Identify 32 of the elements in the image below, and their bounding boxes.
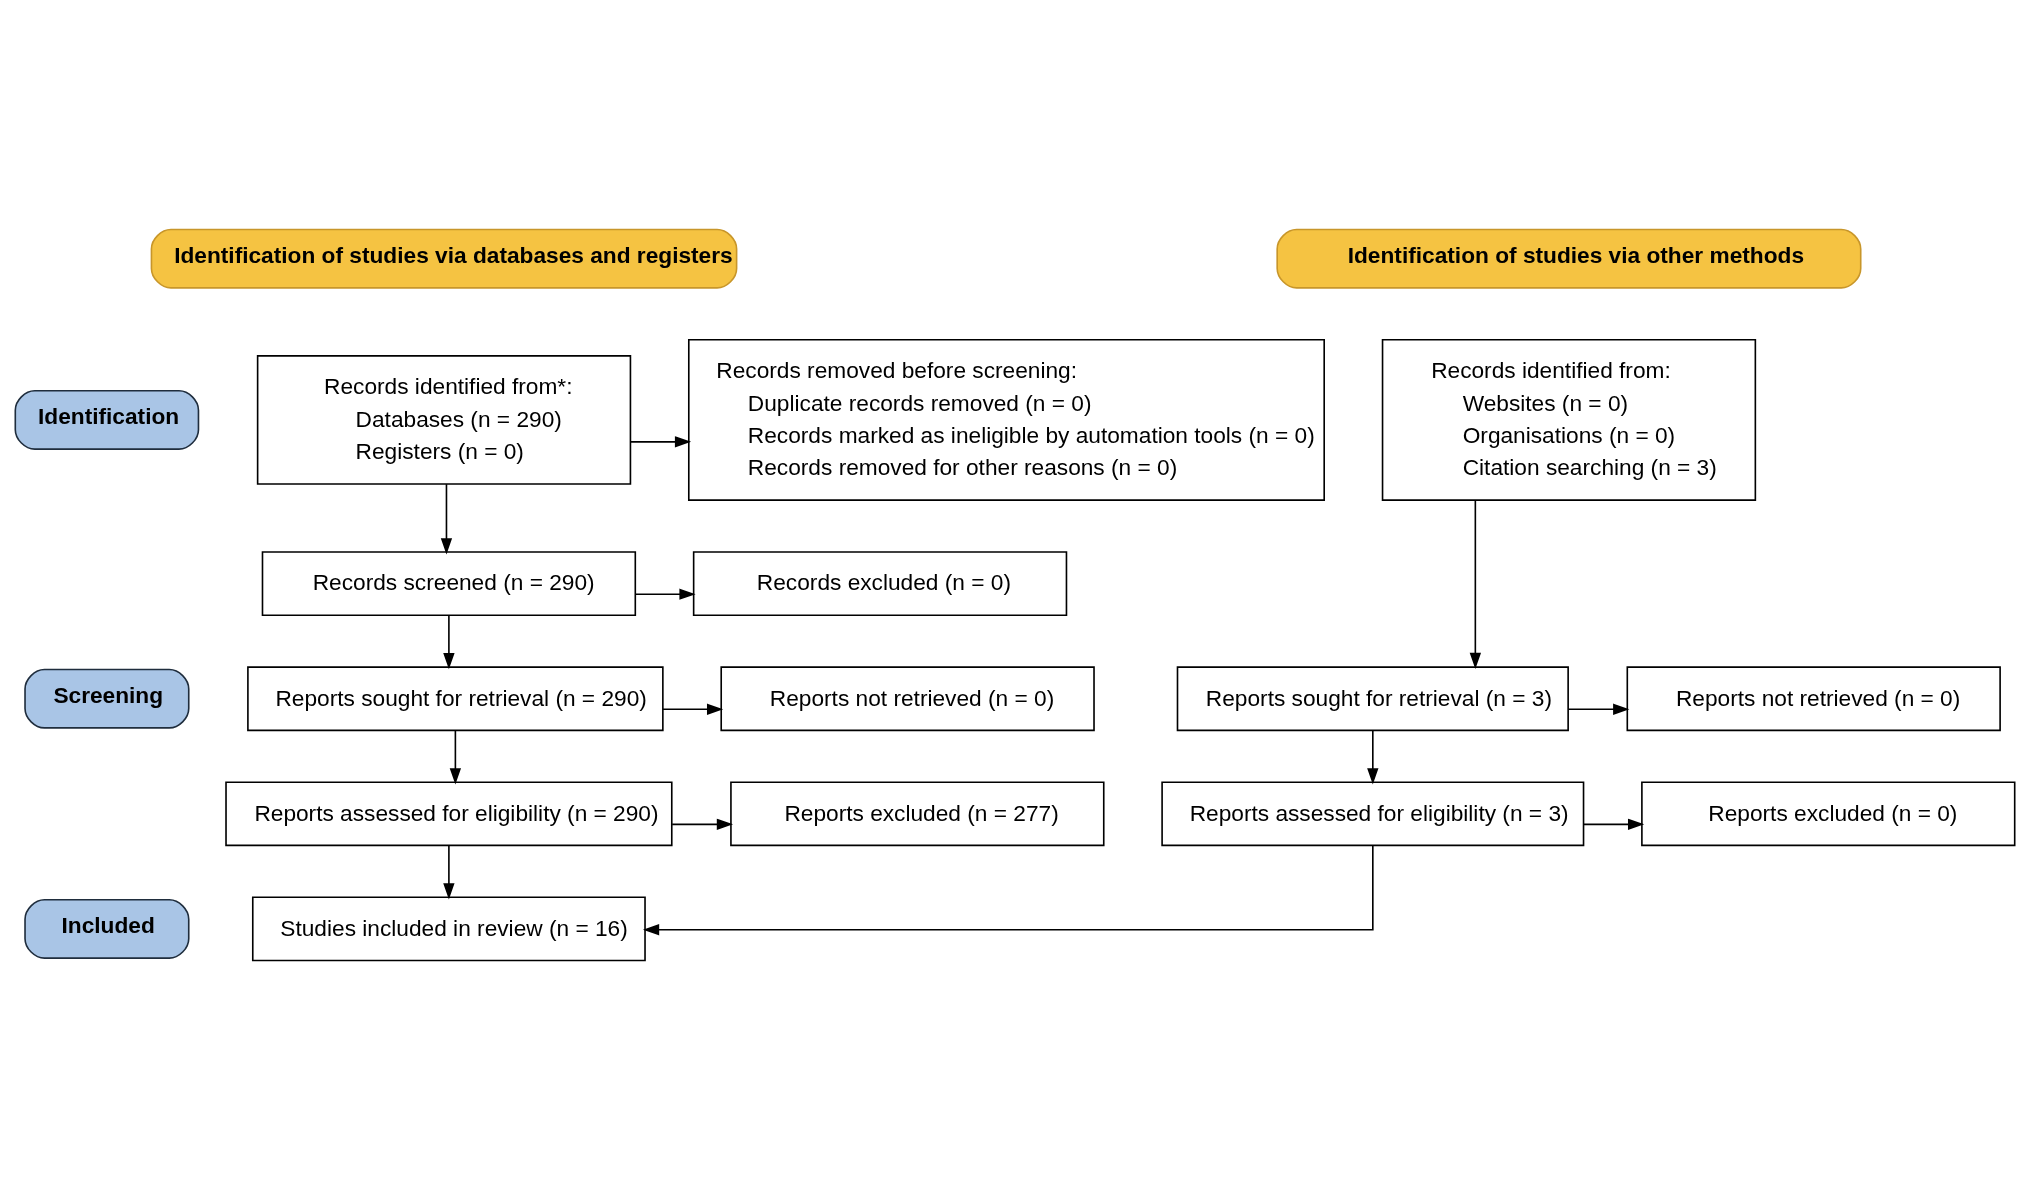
arrow [1583, 818, 1645, 830]
node-box: Reports assessed for eligibility (n = 3) [1161, 780, 1585, 846]
arrow [662, 703, 724, 715]
node-box: Reports excluded (n = 0) [1641, 780, 2016, 846]
arrow [449, 729, 462, 784]
node-box: Records removed before screening: Duplicate records removed (n = 0) Records marked as ineligible by automation tools (n = 0) Records removed for other reasons (n = 0) [688, 338, 1325, 501]
arrow [671, 818, 734, 830]
node-box: Reports sought for retrieval (n = 290) [247, 665, 664, 731]
node-box: Identification of studies via databases and registers [150, 228, 738, 289]
node-box: Reports not retrieved (n = 0) [720, 665, 1095, 731]
node-box: Identification [14, 389, 200, 450]
node-box: Studies included in review (n = 16) [251, 896, 646, 961]
node-box: Included [24, 898, 190, 959]
node-box: Reports not retrieved (n = 0) [1626, 665, 2001, 731]
node-box: Records excluded (n = 0) [692, 550, 1068, 616]
node-box: Records screened (n = 290) [261, 550, 637, 616]
node-box: Reports excluded (n = 277) [730, 780, 1105, 846]
arrow [1367, 729, 1379, 784]
arrow [642, 844, 1374, 935]
node-box: Identification of studies via other methods [1276, 228, 1862, 289]
arrow [634, 588, 696, 600]
node-box: Reports sought for retrieval (n = 3) [1176, 665, 1569, 731]
node-box: Reports assessed for eligibility (n = 290) [225, 780, 673, 846]
arrow [443, 614, 455, 669]
arrow [443, 844, 455, 899]
arrow [440, 482, 453, 554]
node-box: Records identified from: Websites (n = 0) Organisations (n = 0) Citation searching (n = 3) [1381, 338, 1757, 501]
node-box: Records identified from*: Databases (n = 290) Registers (n = 0) [256, 354, 632, 485]
arrow [1469, 499, 1482, 669]
node-box: Screening [24, 668, 190, 729]
arrow [1567, 703, 1630, 715]
arrow [629, 435, 692, 447]
